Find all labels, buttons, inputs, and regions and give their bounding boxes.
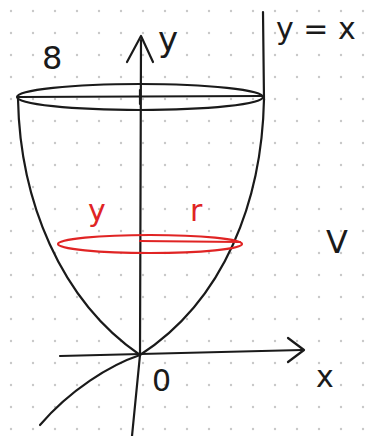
tick [139,90,141,104]
axis-arrow [127,36,153,62]
slice-ellipse [58,235,242,253]
curve-branch [40,355,140,425]
bowl-side [18,99,140,355]
slice-label: y [88,196,106,226]
origin-label: 0 [152,366,171,396]
rim-ellipse [17,84,263,110]
axis-arrow [288,338,304,362]
axis-label: x [316,362,334,392]
equation-label: y = x [276,14,356,44]
axis-label: y [158,22,178,56]
radius-line [140,241,240,242]
volume-label: V [326,226,348,258]
dimension-label: 8 [42,42,62,74]
radius-label: r [190,196,202,226]
y-axis [132,40,141,436]
x-axis [60,350,302,356]
bowl-side [140,99,264,355]
boundary-line [263,12,264,100]
